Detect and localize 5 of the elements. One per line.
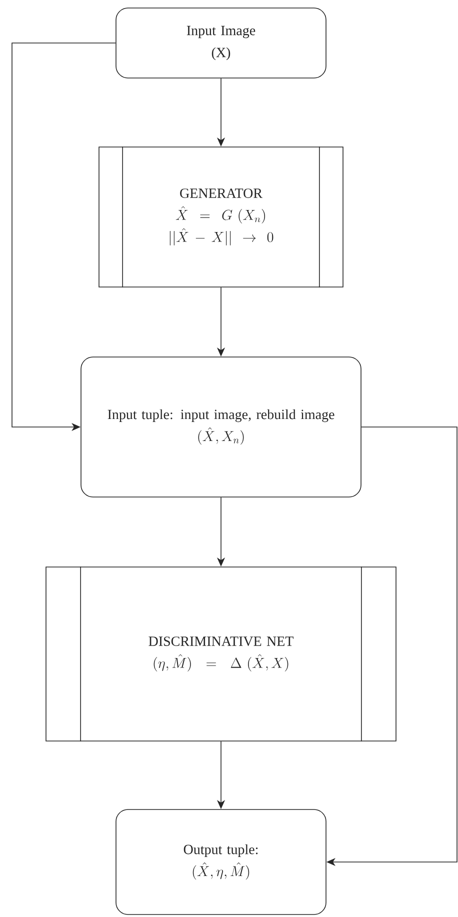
rounded-box: Input Image (X) [116,8,326,78]
process-box: DISCRIMINATIVE NET $(\eta, \hat{M}) = \Delta\ (\hat{X}, X)$ [46,566,396,742]
rounded-box: Output tuple: $(\hat{X}, \eta, \hat{M})$ [116,809,326,915]
rounded-box: Input tuple: input image, rebuild image $(\hat{X}, X_{n})$ [80,356,362,498]
process-box: GENERATOR $\hat{X} = G\ (X_{n})$ $||\hat{X} - X|| \rightarrow 0$ [98,146,344,288]
